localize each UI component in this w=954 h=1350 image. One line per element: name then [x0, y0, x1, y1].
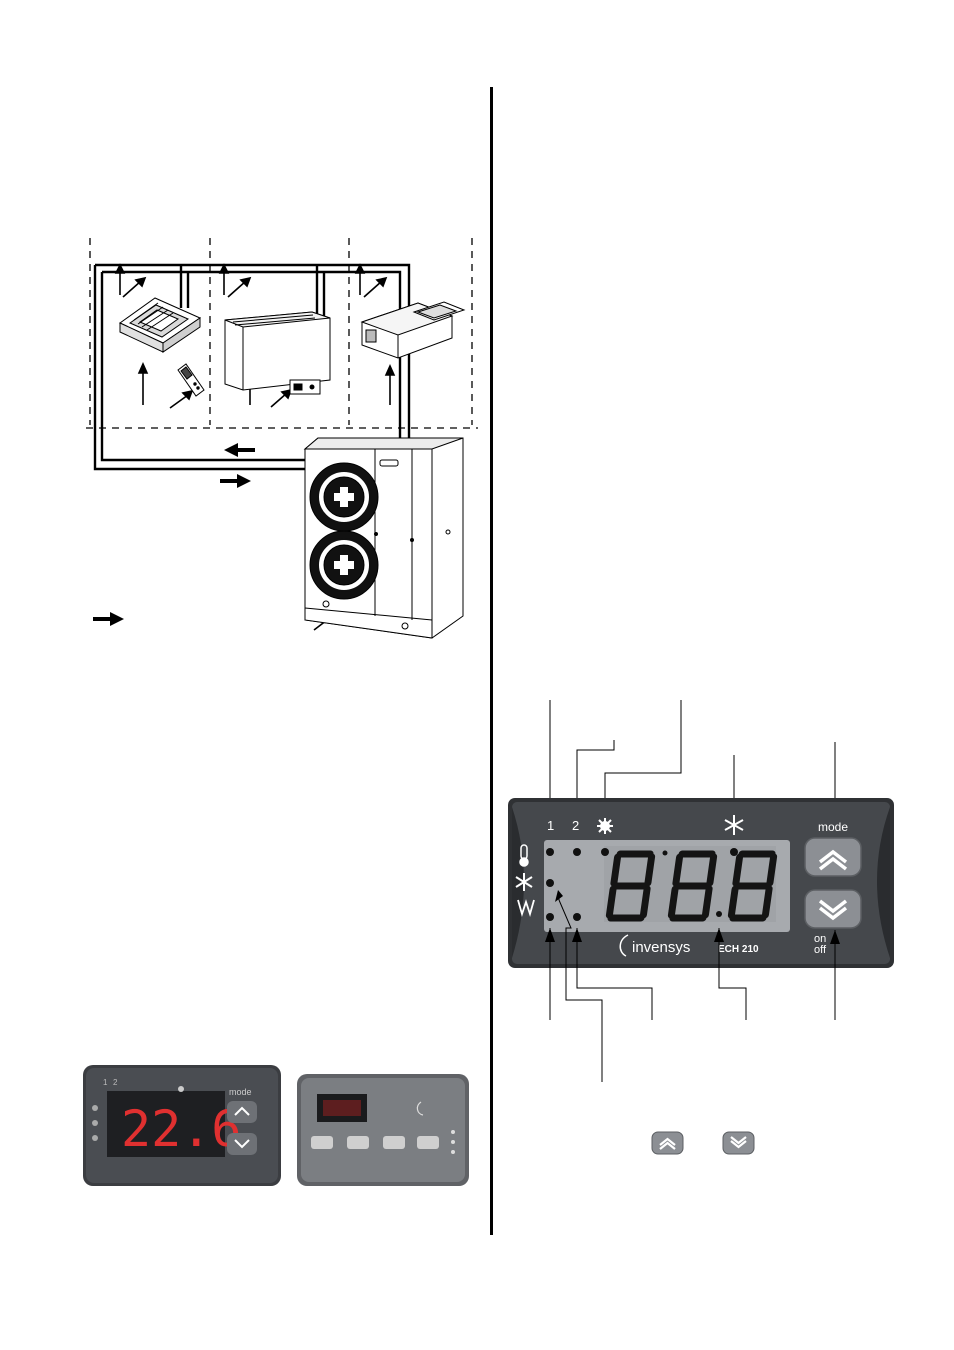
- thermostat-photo: [297, 1074, 469, 1186]
- callout-lines-bottom: [549, 895, 836, 1082]
- down-chevron-icon: [722, 1131, 755, 1155]
- svg-text:1: 1: [103, 1078, 108, 1087]
- seven-segment-display: [605, 850, 778, 922]
- heater-icon: [517, 899, 535, 918]
- model-label: ECH 210: [718, 944, 759, 955]
- svg-text:2: 2: [113, 1078, 118, 1087]
- water-loop: [93, 263, 411, 471]
- status-leds: [546, 848, 738, 921]
- up-chevron-icon: [651, 1131, 684, 1155]
- led-label-1: 1: [547, 818, 554, 833]
- brand-logo: invensys: [632, 939, 690, 956]
- system-diagram: [86, 238, 478, 639]
- svg-text:mode: mode: [229, 1087, 252, 1097]
- cassette-unit-icon: [119, 297, 202, 353]
- flow-arrows: [93, 443, 255, 626]
- photo-display: 22.6: [121, 1100, 241, 1158]
- controller-photo: 22.6 1 2 mode: [83, 1065, 281, 1186]
- zone-separators: [86, 238, 478, 429]
- sun-icon: [597, 818, 613, 834]
- floor-console-unit-icon: [224, 311, 331, 395]
- snowflake-icon: [515, 873, 533, 891]
- off-label: off: [814, 944, 827, 956]
- heat-pump-chiller-icon: [303, 437, 464, 639]
- ducted-unit-icon: [360, 301, 466, 359]
- mode-label: mode: [818, 820, 848, 834]
- remote-control-icon: [177, 363, 205, 397]
- snowflake-icon: [724, 815, 744, 835]
- on-label: on: [814, 933, 826, 945]
- callout-arrowheads-bottom: [545, 890, 840, 944]
- thermometer-icon: [519, 844, 529, 867]
- controller-diagram: 1 2 mode on off invensys ECH 210: [508, 700, 894, 1155]
- column-divider: [490, 87, 493, 1235]
- led-label-2: 2: [572, 818, 579, 833]
